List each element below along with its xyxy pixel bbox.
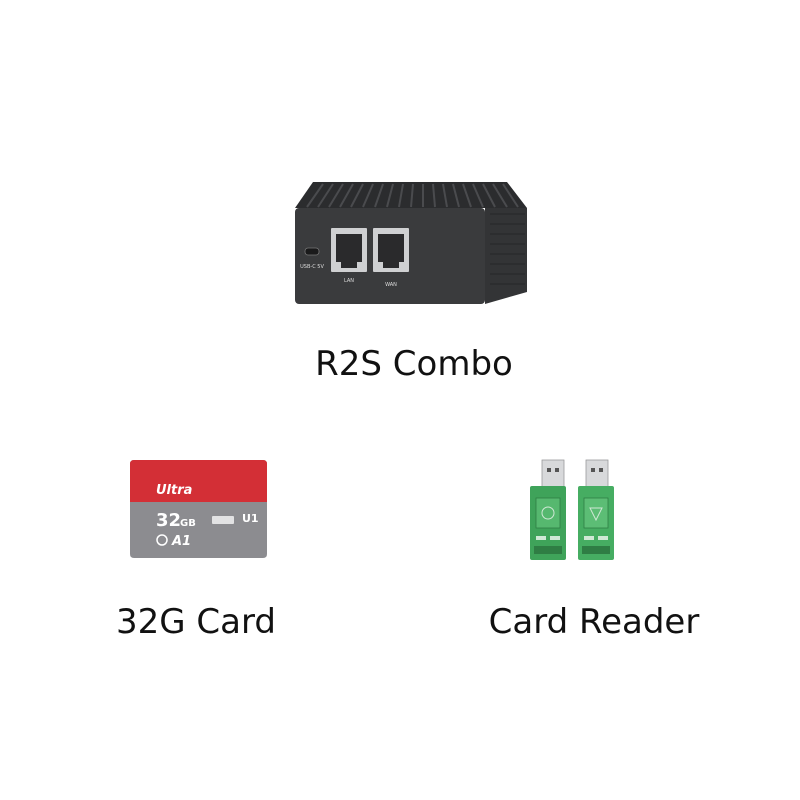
- sd-brand-text: Ultra: [156, 483, 192, 498]
- sd-capacity-unit: GB: [180, 518, 196, 529]
- card-reader-image: [530, 459, 614, 560]
- wan-port-label: WAN: [385, 282, 397, 288]
- usb-port-label: USB-C 5V: [300, 264, 324, 270]
- sd-card-caption: 32G Card: [116, 602, 276, 642]
- sd-speed-text: U1: [242, 512, 259, 525]
- lan-port-label: LAN: [344, 278, 354, 284]
- card-reader-caption: Card Reader: [488, 602, 700, 642]
- r2s-router-image: USB-C 5V LAN WAN: [295, 182, 527, 304]
- sd-capacity-text: 32: [156, 510, 181, 531]
- sd-card-image: Ultra 32 GB A1 U1: [130, 460, 267, 558]
- sd-class-text: A1: [171, 534, 191, 549]
- router-caption: R2S Combo: [315, 344, 513, 384]
